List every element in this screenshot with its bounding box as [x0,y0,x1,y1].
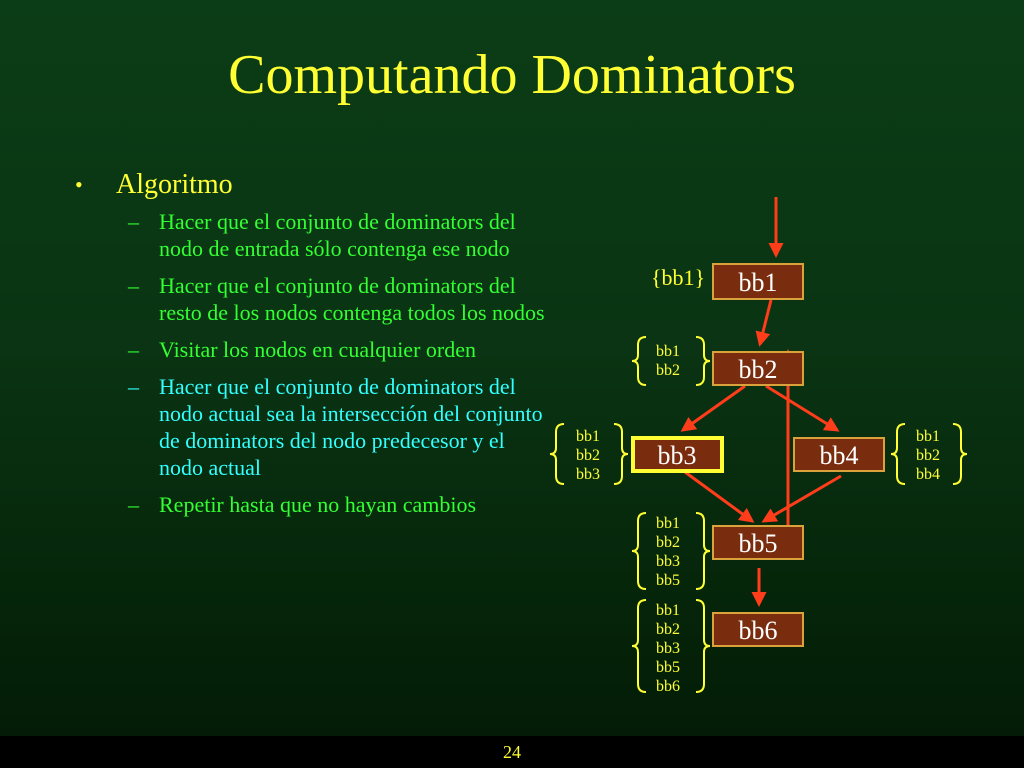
node-label: bb4 [820,441,859,470]
edges [680,197,842,607]
bullet-label: Algoritmo [116,169,233,200]
node-label: bb1 [739,268,778,297]
set-item: bb3 [656,553,680,570]
dash-icon: – [128,273,139,298]
node-bb5: bb5 [712,525,804,560]
dominator-set-bb6-items: bb1 bb2 bb3 bb5 bb6 [656,602,680,695]
left-brace-icon [631,336,647,386]
left-brace-icon [631,512,647,590]
dominator-set-bb4-items: bb1 bb2 bb4 [916,428,940,483]
left-brace-icon [549,423,565,485]
set-item: bb3 [576,466,600,483]
set-item: bb2 [916,447,940,464]
edge-bb2-bb4 [765,384,840,432]
left-brace-icon [890,423,906,485]
dominator-set-bb5-items: bb1 bb2 bb3 bb5 [656,515,680,589]
right-brace-icon [695,336,711,386]
bullet-list: • Algoritmo –Hacer que el conjunto de do… [70,168,550,528]
set-item: bb5 [656,572,680,589]
dominator-set-bb1: {bb1} [651,265,705,290]
bullet-dot-icon: • [75,172,83,197]
dominator-set-bb2 [631,336,711,386]
step-text: Visitar los nodos en cualquier orden [159,337,476,362]
page-number: 24 [503,742,521,762]
step-text: Hacer que el conjunto de dominators del … [159,273,545,325]
node-bb3: bb3 [631,436,724,473]
node-label: bb5 [739,529,778,558]
dominator-set-bb4 [890,423,968,485]
step-item: –Hacer que el conjunto de dominators del… [70,208,550,262]
edge-bb4-bb5 [761,474,842,523]
step-text: Repetir hasta que no hayan cambios [159,492,477,517]
step-text: Hacer que el conjunto de dominators del … [159,374,543,480]
set-item: bb2 [576,447,600,464]
dominator-set-bb6 [631,599,711,693]
set-item: bb4 [916,466,940,483]
set-item: bb1 [576,428,600,445]
right-brace-icon [613,423,629,485]
dash-icon: – [128,492,139,517]
set-item: bb3 [656,640,680,657]
set-item: bb2 [656,534,680,551]
right-brace-icon [695,599,711,693]
step-item: –Repetir hasta que no hayan cambios [70,491,550,518]
step-item: –Visitar los nodos en cualquier orden [70,336,550,363]
set-item: bb5 [656,659,680,676]
footer-bar: 24 [0,736,1024,768]
edge-bb3-bb5 [684,470,755,523]
edge-bb1-bb2 [755,299,773,347]
step-item: –Hacer que el conjunto de dominators del… [70,373,550,481]
dash-icon: – [128,209,139,234]
dominator-set-bb3-items: bb1 bb2 bb3 [576,428,600,483]
dash-icon: – [128,337,139,362]
dash-icon: – [128,374,139,399]
node-bb1: bb1 [712,263,804,300]
step-item: –Hacer que el conjunto de dominators del… [70,272,550,326]
dominator-set-bb2-items: bb1 bb2 [656,343,680,379]
set-item: bb1 [656,343,680,360]
set-item: bb2 [656,362,680,379]
bullet-item: • Algoritmo [70,168,550,202]
node-label: bb3 [658,441,697,470]
right-brace-icon [695,512,711,590]
step-text: Hacer que el conjunto de dominators del … [159,209,516,261]
set-item: bb1 [656,602,680,619]
sub-bullet-list: –Hacer que el conjunto de dominators del… [70,208,550,518]
set-text: {bb1} [651,265,705,290]
node-bb2: bb2 [712,351,804,386]
node-label: bb2 [739,355,778,384]
set-item: bb2 [656,621,680,638]
set-item: bb1 [656,515,680,532]
set-item: bb1 [916,428,940,445]
set-item: bb6 [656,678,680,695]
node-label: bb6 [739,616,778,645]
dominator-set-bb5 [631,512,711,590]
edge-bb2-bb3 [680,384,746,432]
node-bb4: bb4 [793,437,885,472]
left-brace-icon [631,599,647,693]
slide-title: Computando Dominators [228,44,796,106]
dominator-set-bb3 [549,423,629,485]
node-bb6: bb6 [712,612,804,647]
right-brace-icon [952,423,968,485]
